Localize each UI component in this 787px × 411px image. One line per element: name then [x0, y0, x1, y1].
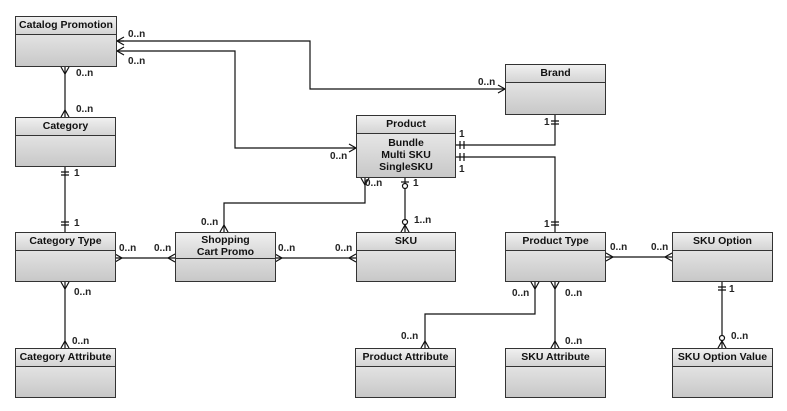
crowfoot-pt-sa-bottom — [550, 339, 560, 349]
entity-title: Category Attribute — [16, 349, 115, 367]
attribute-bundle: Bundle — [388, 137, 424, 149]
card-label: 0..n — [201, 217, 219, 228]
entity-sku-option-value[interactable]: SKU Option Value — [672, 348, 773, 398]
crowfoot-catalog-brand — [115, 36, 125, 46]
card-label: 0..n — [565, 336, 583, 347]
entity-sku[interactable]: SKU — [356, 232, 456, 282]
circle-sku-product — [401, 218, 409, 226]
entity-title: SKU — [357, 233, 455, 251]
card-label: 0..n — [478, 77, 496, 88]
crowfoot-catalog-category-bottom — [60, 108, 70, 118]
card-label: 1 — [459, 164, 465, 175]
card-label: 0..n — [401, 331, 419, 342]
entity-sku-attribute[interactable]: SKU Attribute — [505, 348, 606, 398]
card-label: 1 — [459, 129, 465, 140]
card-label: 0..n — [651, 242, 669, 253]
crowfoot-pt-so-right — [663, 252, 673, 262]
crowfoot-catalog-category-top — [60, 66, 70, 76]
entity-sku-option[interactable]: SKU Option — [672, 232, 773, 282]
card-label: 0..n — [512, 288, 530, 299]
entity-category-attribute[interactable]: Category Attribute — [15, 348, 116, 398]
card-label: 0..n — [76, 104, 94, 115]
crowfoot-catalog-product — [115, 46, 125, 56]
crowfoot-ct-scp-left — [114, 253, 124, 263]
circle-product-sku — [401, 182, 409, 190]
entity-title: SKU Option — [673, 233, 772, 251]
rel-product-producttype — [456, 156, 556, 232]
entity-title: Brand — [506, 65, 605, 83]
entity-product[interactable]: Product Bundle Multi SKU SingleSKU — [356, 115, 456, 178]
entity-title: Product Attribute — [356, 349, 455, 367]
crowfoot-pt-sa-top — [550, 281, 560, 291]
attribute-single-sku: SingleSKU — [379, 161, 433, 173]
card-label: 0..n — [72, 336, 90, 347]
entity-product-type[interactable]: Product Type — [505, 232, 606, 282]
card-label: 0..n — [335, 243, 353, 254]
entity-category-type[interactable]: Category Type — [15, 232, 116, 282]
entity-title: SKU Option Value — [673, 349, 772, 367]
entity-shopping-cart-promo[interactable]: Shopping Cart Promo — [175, 232, 276, 282]
entity-title: SKU Attribute — [506, 349, 605, 367]
crowfoot-pt-pa-top — [530, 281, 540, 291]
card-label: 0..n — [365, 178, 383, 189]
entity-title: Product Type — [506, 233, 605, 251]
card-label: 0..n — [74, 287, 92, 298]
card-label: 1 — [413, 178, 419, 189]
entity-catalog-promotion[interactable]: Catalog Promotion — [15, 16, 117, 67]
bar-pt-product — [551, 221, 559, 226]
card-label: 0..n — [128, 29, 146, 40]
card-label: 0..n — [330, 151, 348, 162]
entity-category[interactable]: Category — [15, 117, 116, 167]
entity-title: Catalog Promotion — [16, 17, 116, 35]
rel-scp-product — [223, 178, 366, 232]
card-label: 0..n — [565, 288, 583, 299]
crowfoot-so-sov — [717, 339, 727, 349]
entity-title: Category Type — [16, 233, 115, 251]
crowfoot-pt-so-left — [605, 252, 615, 262]
card-label: 1 — [74, 168, 80, 179]
entity-brand[interactable]: Brand — [505, 64, 606, 115]
entity-title: Category — [16, 118, 115, 136]
card-label: 0..n — [128, 56, 146, 67]
crowfoot-sku-product — [400, 223, 410, 233]
entity-attributes: Bundle Multi SKU SingleSKU — [357, 134, 455, 173]
card-label: 0..n — [610, 242, 628, 253]
bar-so-sov — [718, 286, 726, 291]
circle-sov — [718, 334, 726, 342]
crowfoot-ct-scp-right — [166, 253, 176, 263]
card-label: 0..n — [119, 243, 137, 254]
rel-catalog-brand — [117, 40, 505, 90]
card-label: 0..n — [278, 243, 296, 254]
card-label: 0..n — [154, 243, 172, 254]
card-label: 0..n — [731, 331, 749, 342]
card-label: 1 — [544, 117, 550, 128]
card-label: 0..n — [76, 68, 94, 79]
crowfoot-product-down — [360, 177, 370, 187]
crowfoot-scp-up — [219, 223, 229, 233]
crowfoot-scp-sku-right — [347, 253, 357, 263]
entity-title: Shopping Cart Promo — [176, 233, 275, 259]
crowfoot-ct-attr-top — [60, 281, 70, 291]
card-label: 1 — [729, 284, 735, 295]
rel-pt-productattribute — [424, 282, 536, 348]
card-label: 1..n — [414, 215, 432, 226]
entity-title: Product — [357, 116, 455, 134]
bar-product-brand — [459, 141, 465, 149]
crowfoot-ct-attr-bottom — [60, 339, 70, 349]
bar-category — [61, 171, 69, 176]
rel-product-brand — [456, 115, 556, 146]
card-label: 1 — [74, 218, 80, 229]
entity-title-text: Shopping Cart Promo — [196, 234, 255, 258]
rel-catalog-product — [117, 50, 356, 149]
crowfoot-scp-sku-left — [274, 253, 284, 263]
attribute-multi-sku: Multi SKU — [381, 149, 431, 161]
bar-brand-product — [551, 120, 559, 125]
card-label: 1 — [544, 219, 550, 230]
entity-product-attribute[interactable]: Product Attribute — [355, 348, 456, 398]
bar-categorytype — [61, 221, 69, 226]
crowfoot-pt-pa-bottom — [420, 339, 430, 349]
bar-product-pt — [459, 153, 465, 161]
